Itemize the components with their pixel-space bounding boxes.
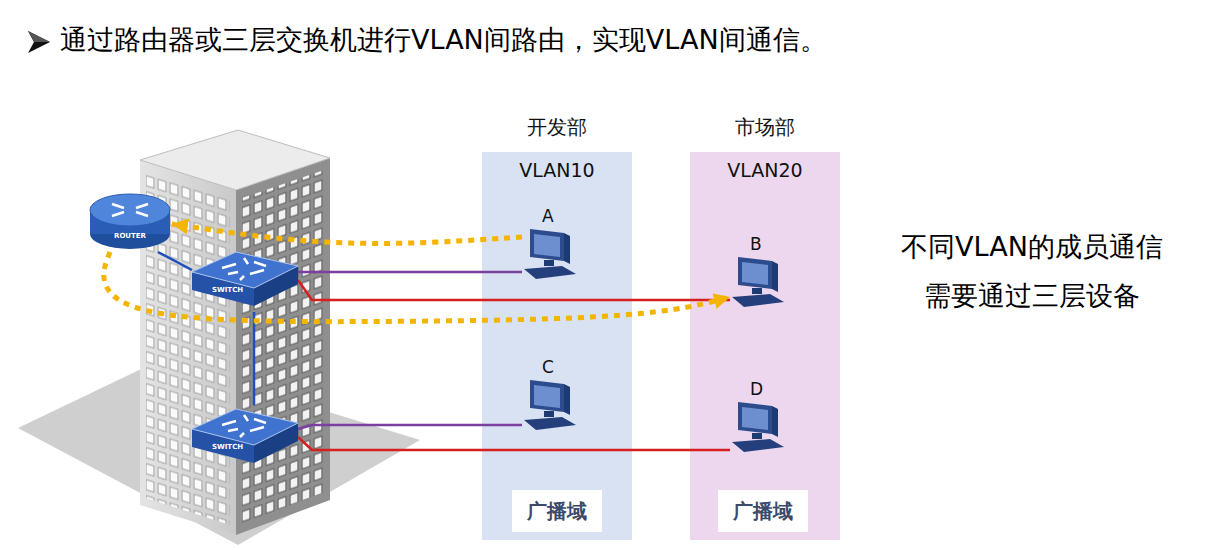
band-heading: 市场部 (690, 114, 840, 140)
link-line (298, 425, 522, 429)
switch-top (192, 252, 298, 288)
screen (534, 234, 560, 257)
keyboard (732, 439, 784, 452)
building-right-windows (242, 170, 324, 524)
traffic-path (172, 224, 522, 243)
keyboard (524, 266, 576, 279)
vlan-band: 市场部VLAN20BD广播域 (690, 152, 840, 540)
band-heading: 开发部 (482, 114, 632, 140)
host-letter: D (730, 378, 786, 400)
switch-icon (192, 248, 298, 312)
switch-node: SWITCH (192, 405, 298, 469)
title-text: 通过路由器或三层交换机进行VLAN间路由，实现VLAN间通信。 (60, 24, 827, 55)
keyboard (524, 417, 576, 430)
link-line (253, 312, 256, 405)
link-line (298, 280, 730, 300)
computer-node: C (522, 356, 578, 434)
link-line (298, 271, 522, 274)
monitor (738, 402, 772, 434)
router-node: ROUTER (88, 190, 172, 252)
monitor-side (772, 406, 778, 437)
monitor-stand (752, 288, 762, 294)
device-label: SWITCH (212, 443, 298, 451)
monitor (530, 229, 564, 261)
title-block: 通过路由器或三层交换机进行VLAN间路由，实现VLAN间通信。 (60, 22, 827, 58)
device-label: SWITCH (212, 286, 298, 294)
monitor (738, 257, 772, 289)
switch-arrows (222, 415, 266, 437)
monitor-side (564, 384, 570, 415)
computer-icon (522, 378, 578, 434)
tag-text: 广播域 (527, 498, 587, 524)
switch-top (192, 409, 298, 445)
host-letter: C (522, 356, 578, 378)
band-heading: VLAN10 (482, 158, 632, 182)
building-roof (140, 130, 330, 190)
building-right-face (236, 158, 330, 535)
computer-icon (730, 400, 786, 456)
screen (742, 262, 768, 285)
link-line (158, 252, 192, 270)
switch-node: SWITCH (192, 248, 298, 312)
computer-node: B (730, 233, 786, 311)
band-fill (482, 152, 632, 540)
band-fill (690, 152, 840, 540)
tag-text: 广播域 (733, 498, 793, 524)
router-icon (88, 190, 172, 252)
monitor-side (772, 261, 778, 292)
link-line (298, 437, 730, 450)
switch-icon (192, 405, 298, 469)
computer-node: D (730, 378, 786, 456)
note-block: 不同VLAN的成员通信 需要通过三层设备 (872, 222, 1192, 320)
device-label: ROUTER (88, 232, 172, 240)
vlan-band: 开发部VLAN10AC广播域 (482, 152, 632, 540)
monitor-stand (752, 433, 762, 439)
screen (742, 407, 768, 430)
monitor-side (564, 233, 570, 264)
keyboard (732, 294, 784, 307)
screen (534, 385, 560, 408)
host-letter: B (730, 233, 786, 255)
broadcast-domain-tag: 广播域 (718, 490, 808, 532)
host-letter: A (522, 205, 578, 227)
router-top (90, 194, 170, 226)
monitor (530, 380, 564, 412)
computer-icon (730, 255, 786, 311)
band-heading: VLAN20 (690, 158, 840, 182)
switch-arrows (222, 258, 266, 280)
computer-node: A (522, 205, 578, 283)
note-text: 不同VLAN的成员通信 需要通过三层设备 (872, 222, 1192, 320)
broadcast-domain-tag: 广播域 (512, 490, 602, 532)
computer-icon (522, 227, 578, 283)
router-arrows (112, 204, 148, 216)
monitor-stand (544, 260, 554, 266)
traffic-path (104, 252, 730, 322)
monitor-stand (544, 411, 554, 417)
bullet-arrow-highlight (28, 31, 50, 42)
bullet-arrow (28, 31, 50, 53)
